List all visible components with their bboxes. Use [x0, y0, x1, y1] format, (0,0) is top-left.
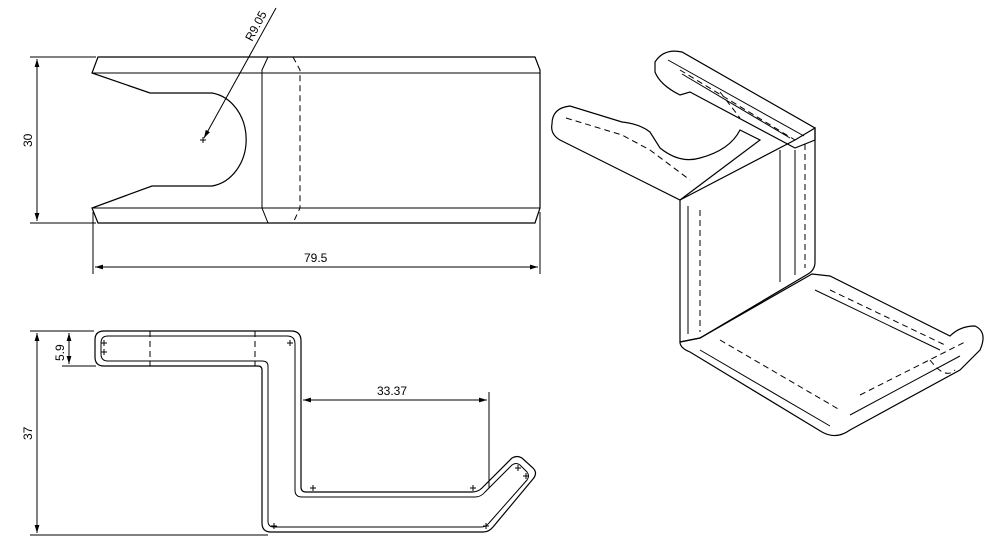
- width-label: 30: [21, 133, 35, 147]
- iso-upper-plate-edge: [667, 59, 805, 139]
- iso-upper-plate: [654, 50, 816, 149]
- length-label: 79.5: [304, 251, 328, 265]
- iso-lower-plate-lines: [699, 289, 961, 427]
- cross-marks: [101, 340, 529, 529]
- front-view: 37 5.9 33.37: [21, 330, 537, 536]
- iso-vertical-wall: [679, 126, 816, 343]
- iso-upper-tab: [551, 105, 762, 201]
- profile-inner: [100, 335, 529, 528]
- arc-center-mark: [200, 137, 206, 143]
- bend-line-left: [261, 56, 269, 224]
- iso-lower-plate-hidden: [719, 289, 966, 411]
- isometric-view: [551, 50, 984, 437]
- profile-outer: [94, 330, 537, 533]
- iso-vertical-wall-lines: [687, 150, 796, 334]
- span-label: 33.37: [377, 384, 407, 398]
- top-view: R9.05 30 79.5: [21, 7, 541, 274]
- bend-line-right: [292, 56, 301, 224]
- height-label: 37: [21, 426, 35, 440]
- iso-vertical-wall-hidden: [699, 144, 806, 332]
- top-view-outline: [91, 56, 541, 224]
- iso-upper-tab-inner: [565, 117, 691, 181]
- iso-upper-plate-hidden: [679, 69, 796, 141]
- iso-lower-plate: [679, 273, 984, 437]
- lip-label: 5.9: [53, 344, 67, 361]
- radius-leader: [203, 7, 277, 139]
